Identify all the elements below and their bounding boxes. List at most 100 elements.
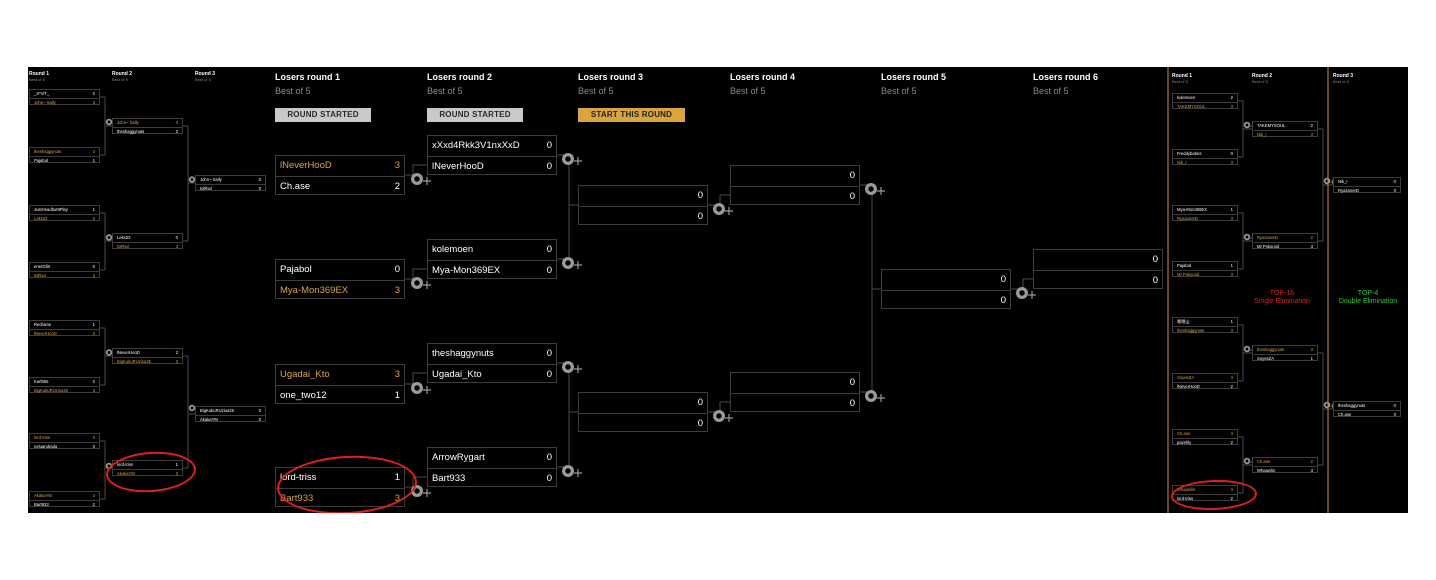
player-row[interactable]: 0 [731,373,859,393]
player-row[interactable]: 0 [579,206,707,226]
player-row[interactable]: 0 [1034,250,1162,270]
match-view-icon[interactable] [411,382,431,394]
match-view-icon[interactable] [713,410,733,422]
player-row[interactable]: _S*ViT_2 [30,90,99,98]
player-row[interactable]: 0 [731,186,859,206]
match-view-icon[interactable] [865,390,885,402]
player-row[interactable]: 0 [731,393,859,413]
player-row[interactable]: 0 [579,393,707,413]
player-row[interactable]: 0 [579,413,707,433]
match-view-icon[interactable] [411,277,431,289]
start-round-button[interactable]: START THIS ROUND [578,108,685,122]
player-row[interactable]: 0 [731,166,859,186]
round-started-badge[interactable]: ROUND STARTED [275,108,371,122]
player-row[interactable]: 0 [882,290,1010,310]
player-row[interactable]: 0 [882,270,1010,290]
